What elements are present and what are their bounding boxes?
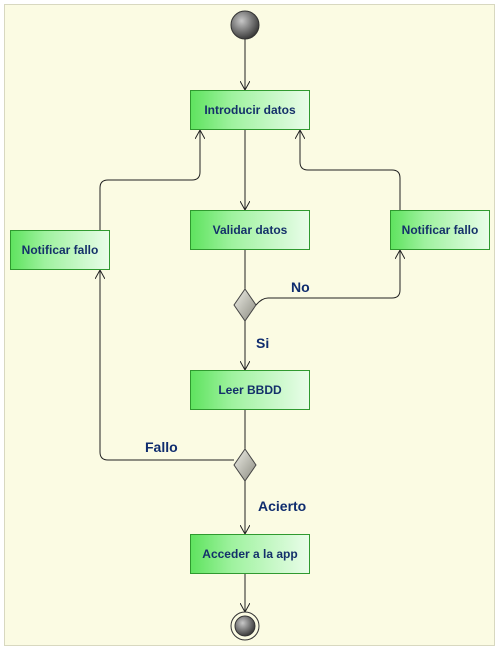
node-validar-datos: Validar datos <box>190 210 310 250</box>
edge-notificar-der-introducir <box>300 131 401 210</box>
edge-decision2-notificar-izq <box>100 271 234 461</box>
edge-decision1-notificar-der <box>255 251 400 306</box>
edge-notificar-izq-introducir <box>99 131 200 230</box>
decision-node-2 <box>233 448 257 482</box>
edge-label-si: Si <box>256 335 270 351</box>
edge-label-acierto: Acierto <box>258 498 307 514</box>
edge-label-no: No <box>291 279 310 295</box>
node-notificar-fallo-left: Notificar fallo <box>10 230 110 270</box>
decision-node-1 <box>233 288 257 322</box>
start-node <box>230 10 260 40</box>
edge-label-fallo: Fallo <box>145 439 178 455</box>
node-leer-bbdd: Leer BBDD <box>190 370 310 410</box>
node-introducir-datos: Introducir datos <box>190 90 310 130</box>
node-notificar-fallo-right: Notificar fallo <box>390 210 490 250</box>
node-acceder-app: Acceder a la app <box>190 534 310 574</box>
end-node-inner <box>234 615 256 637</box>
